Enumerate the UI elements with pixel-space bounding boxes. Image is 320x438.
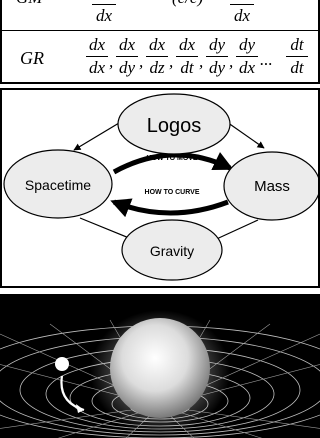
node-gravity <box>121 219 223 281</box>
label-logos: Logos <box>147 115 202 137</box>
ellipsis: ... <box>260 50 273 69</box>
small-body <box>55 357 69 371</box>
concept-diagram: Logos Spacetime Mass Gravity HOW TO MOVE… <box>0 88 320 288</box>
comma: , <box>139 52 144 71</box>
label-how-to-move: HOW TO MOVE <box>146 155 198 162</box>
comma: , <box>109 52 114 71</box>
label-mass: Mass <box>254 178 290 195</box>
fraction-top-2: dx <box>230 0 254 24</box>
arrow-logos-mass <box>223 119 265 149</box>
node-logos <box>117 93 231 155</box>
comma: , <box>169 52 174 71</box>
node-spacetime <box>3 149 113 219</box>
arrow-how-to-move <box>112 152 234 175</box>
diagram-canvas: Logos Spacetime Mass Gravity HOW TO MOVE… <box>3 93 318 281</box>
comma: , <box>229 52 234 71</box>
spacetime-curvature-image <box>0 294 320 438</box>
comma: , <box>199 52 204 71</box>
fraction-top-1: dx <box>92 0 116 24</box>
label-how-to-curve: HOW TO CURVE <box>145 189 200 196</box>
arrow-how-to-curve <box>110 198 229 218</box>
label-spacetime: Spacetime <box>25 177 91 193</box>
row-label-gr: GR <box>20 48 44 68</box>
table-divider <box>2 30 318 31</box>
node-mass <box>223 151 318 221</box>
label-gravity: Gravity <box>150 243 194 259</box>
arrow-spacetime-gravity <box>79 217 135 241</box>
row-label-top: GM <box>16 0 42 8</box>
arrow-logos-spacetime <box>73 119 125 151</box>
spacetime-curvature-icon <box>0 294 320 438</box>
top-mid-text: (c/c) <box>172 0 203 8</box>
massive-body <box>110 318 210 418</box>
